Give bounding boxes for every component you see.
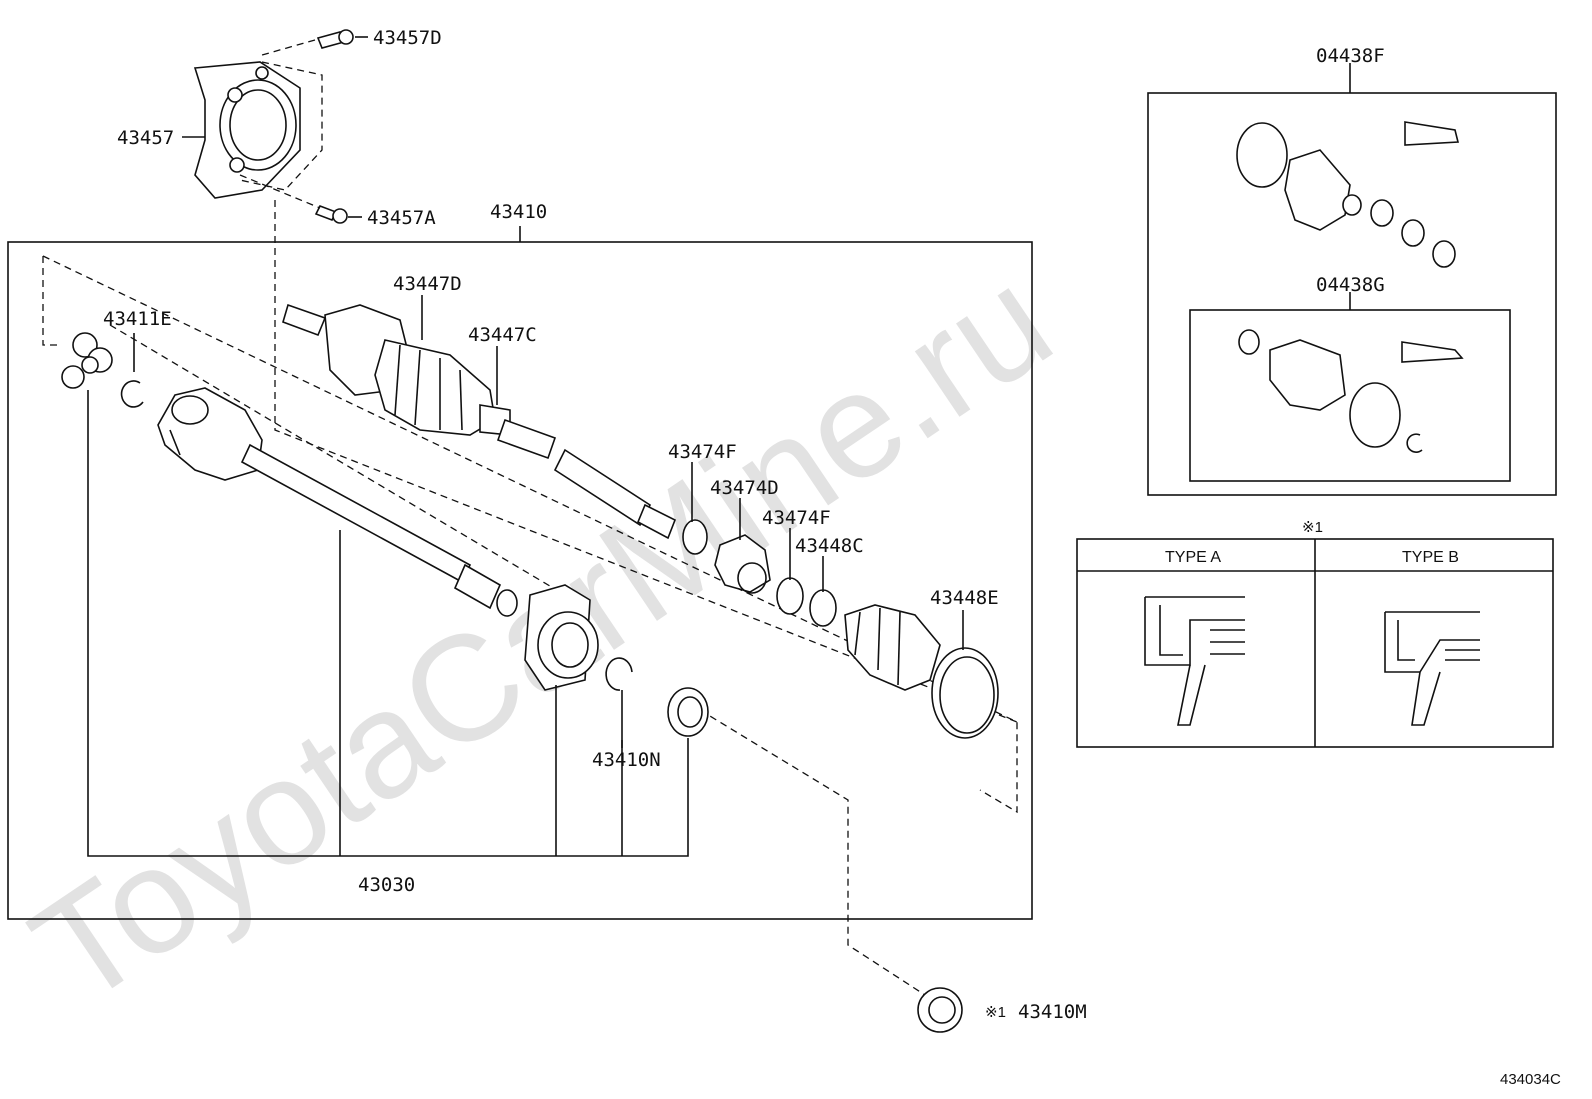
label-43410m: 43410M bbox=[1018, 1001, 1087, 1023]
kit-g-parts[interactable] bbox=[1238, 329, 1464, 453]
outboard-cv-joint[interactable] bbox=[282, 303, 511, 436]
label-43410: 43410 bbox=[490, 201, 547, 223]
boot-kit-box-04438g bbox=[1189, 309, 1511, 482]
label-43457d: 43457D bbox=[373, 27, 442, 49]
inboard-boot[interactable] bbox=[844, 604, 941, 691]
kit-f-parts[interactable] bbox=[1236, 121, 1460, 268]
outboard-shaft[interactable] bbox=[496, 418, 677, 540]
type-a-profile bbox=[1144, 596, 1245, 726]
label-43447d: 43447D bbox=[393, 273, 462, 295]
label-04438g: 04438G bbox=[1316, 274, 1385, 296]
label-43457: 43457 bbox=[117, 127, 174, 149]
type-b-header: TYPE B bbox=[1402, 549, 1459, 566]
label-43411e: 43411E bbox=[103, 308, 172, 330]
label-43457a: 43457A bbox=[367, 207, 436, 229]
label-43474f-a: 43474F bbox=[668, 441, 737, 463]
type-a-header: TYPE A bbox=[1165, 549, 1221, 566]
clamp-43448c[interactable] bbox=[809, 589, 837, 627]
snap-ring-43410n[interactable] bbox=[605, 657, 633, 691]
boot-clamp-43448e[interactable] bbox=[931, 647, 999, 739]
bolt-43457a[interactable] bbox=[314, 204, 348, 224]
boot-kit-box-04438f bbox=[1147, 92, 1557, 496]
snap-ring-43411e[interactable] bbox=[120, 380, 144, 408]
intermediate-shaft[interactable] bbox=[240, 443, 518, 617]
label-43448c: 43448C bbox=[795, 535, 864, 557]
label-04438f: 04438F bbox=[1316, 45, 1385, 67]
clamp-43474f-a[interactable] bbox=[682, 519, 708, 555]
label-43447c: 43447C bbox=[468, 324, 537, 346]
diagram-ref: 434034C bbox=[1500, 1071, 1561, 1088]
label-43474f-b: 43474F bbox=[762, 507, 831, 529]
label-43474d: 43474D bbox=[710, 477, 779, 499]
label-43448e: 43448E bbox=[930, 587, 999, 609]
type-b-profile bbox=[1384, 611, 1480, 726]
label-43030: 43030 bbox=[358, 874, 415, 896]
bolt-43457d[interactable] bbox=[316, 29, 354, 49]
center-bearing[interactable] bbox=[524, 584, 599, 691]
dust-seal[interactable] bbox=[667, 687, 709, 737]
inboard-joint-housing[interactable] bbox=[157, 387, 263, 481]
label-43410n: 43410N bbox=[592, 749, 661, 771]
clamp-43474f-b[interactable] bbox=[776, 577, 804, 615]
oil-seal-43410m[interactable] bbox=[917, 987, 963, 1033]
tone-ring-43474d[interactable] bbox=[714, 534, 771, 594]
bearing-bracket-43457[interactable] bbox=[193, 61, 323, 199]
note-mark-43410m: ※1 bbox=[985, 1004, 1006, 1021]
type-table-title: ※1 bbox=[1302, 519, 1323, 536]
tripod-joint[interactable] bbox=[61, 332, 113, 389]
